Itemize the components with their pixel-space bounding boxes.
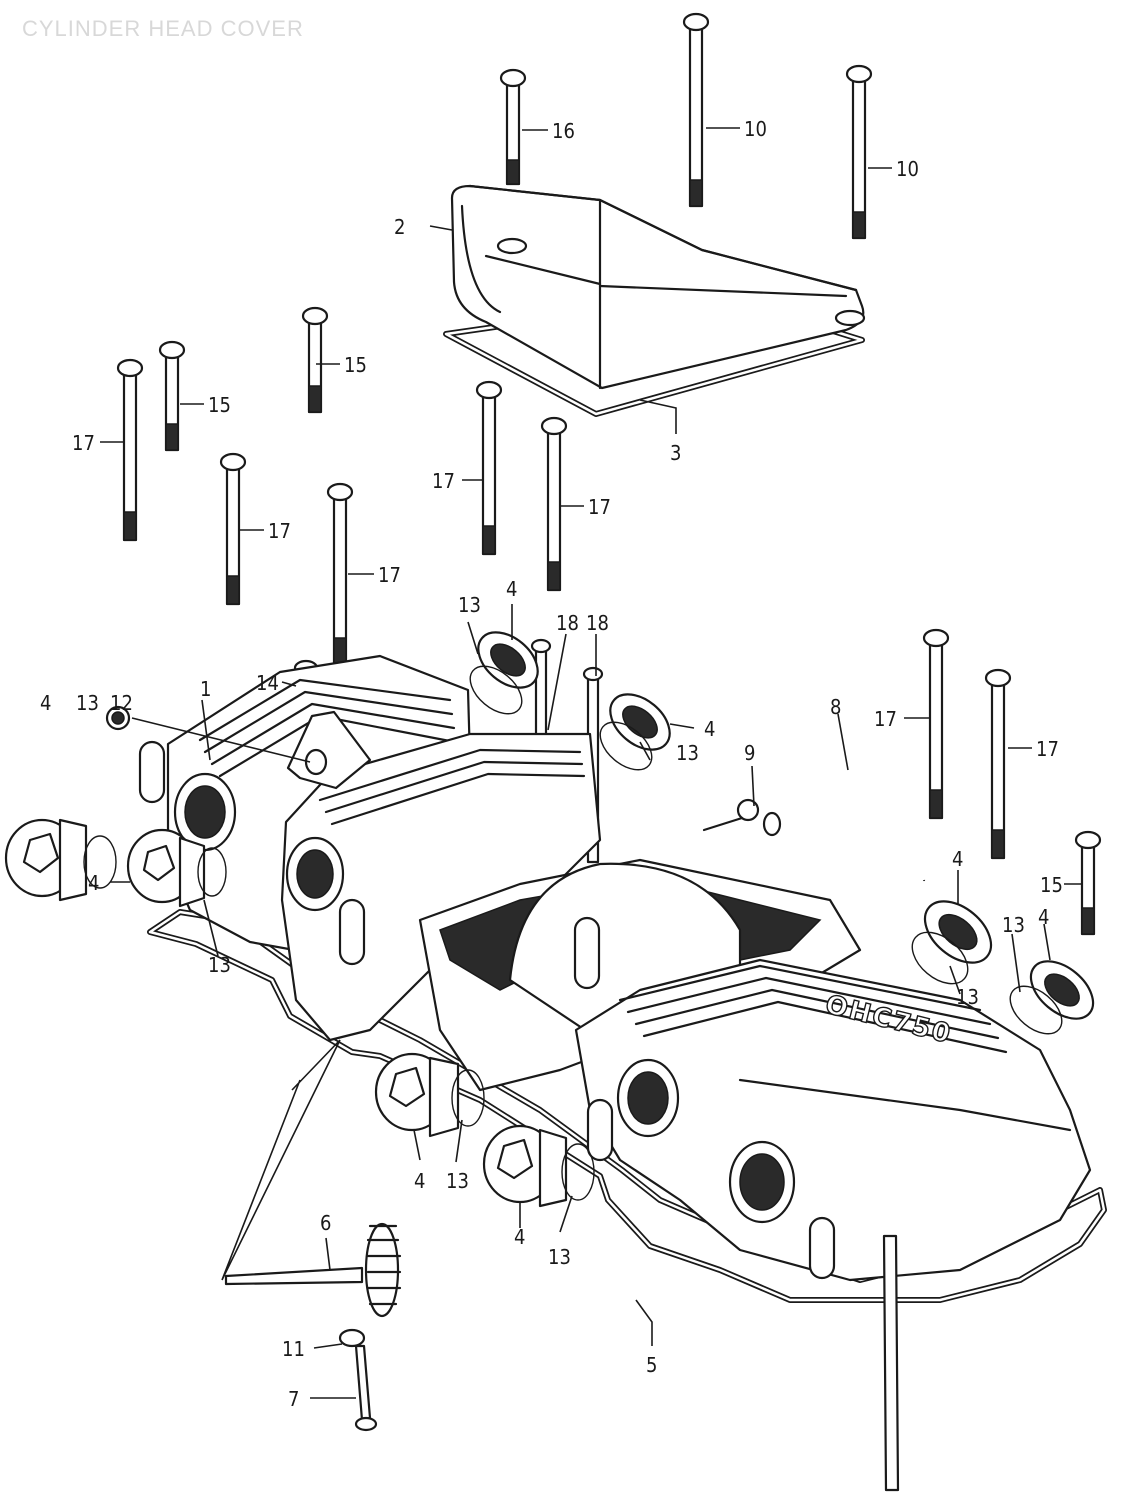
bolt — [158, 340, 186, 452]
callout-17: 17 — [1036, 737, 1059, 761]
bolt — [475, 380, 503, 556]
callout-labels: 1 2 3 4 4 4 4 4 4 4 4 5 6 7 8 9 10 10 11… — [40, 117, 1063, 1411]
bolt — [984, 668, 1012, 860]
bolt — [922, 628, 950, 820]
callout-1: 1 — [200, 677, 211, 701]
o-ring — [1009, 985, 1063, 1035]
callout-13: 13 — [548, 1245, 571, 1269]
tachometer-gear-assembly — [224, 1222, 402, 1432]
callout-15: 15 — [208, 393, 231, 417]
breather-hose — [702, 764, 930, 882]
callout-2: 2 — [394, 215, 405, 239]
o-ring — [911, 931, 969, 985]
callout-4: 4 — [506, 577, 517, 601]
bolt — [1074, 830, 1102, 936]
callout-4: 4 — [952, 847, 963, 871]
bolt — [219, 452, 247, 606]
callout-15: 15 — [344, 353, 367, 377]
callout-18: 18 — [556, 611, 579, 635]
bolt — [301, 306, 329, 414]
callout-4: 4 — [1038, 905, 1049, 929]
callout-layer — [100, 127, 1082, 1399]
o-ring — [451, 1069, 485, 1127]
callout-3: 3 — [670, 441, 681, 465]
seal-ring — [105, 705, 131, 731]
callout-13: 13 — [76, 691, 99, 715]
bolt — [499, 68, 527, 186]
callout-12: 12 — [110, 691, 133, 715]
callout-15: 15 — [1040, 873, 1063, 897]
tappet-cap — [126, 828, 206, 908]
callout-17: 17 — [874, 707, 897, 731]
bolt — [845, 64, 873, 240]
bolt — [116, 358, 144, 542]
callout-13: 13 — [208, 953, 231, 977]
callout-17: 17 — [432, 469, 455, 493]
callout-13: 13 — [446, 1169, 469, 1193]
callout-9: 9 — [744, 741, 755, 765]
bolt — [682, 12, 710, 208]
tappet-caps — [4, 631, 1095, 1208]
bolt — [540, 416, 568, 592]
callout-4: 4 — [414, 1169, 425, 1193]
callout-10: 10 — [744, 117, 767, 141]
callout-13: 13 — [1002, 913, 1025, 937]
callout-4: 4 — [704, 717, 715, 741]
callout-13: 13 — [956, 985, 979, 1009]
callout-7: 7 — [288, 1387, 299, 1411]
callout-17: 17 — [378, 563, 401, 587]
callout-5: 5 — [646, 1353, 657, 1377]
tappet-cap — [482, 1124, 568, 1208]
breather-cover — [443, 184, 866, 417]
callout-13: 13 — [458, 593, 481, 617]
o-ring — [83, 835, 117, 889]
callout-10: 10 — [896, 157, 919, 181]
tappet-cap — [609, 693, 671, 751]
bolt — [326, 482, 354, 668]
callout-6: 6 — [320, 1211, 331, 1235]
tachometer-cable-shaft — [882, 1234, 900, 1492]
callout-18: 18 — [586, 611, 609, 635]
callout-13: 13 — [676, 741, 699, 765]
callout-4: 4 — [514, 1225, 525, 1249]
callout-17: 17 — [588, 495, 611, 519]
cylinder-head-cover: OHC750 — [138, 654, 1092, 1282]
callout-14: 14 — [256, 671, 279, 695]
callout-11: 11 — [282, 1337, 305, 1361]
callout-16: 16 — [552, 119, 575, 143]
o-ring — [469, 665, 523, 715]
o-ring — [599, 721, 653, 771]
tappet-cap — [1029, 960, 1095, 1020]
callout-4: 4 — [88, 871, 99, 895]
diagram-title: CYLINDER HEAD COVER — [22, 16, 304, 41]
callout-4: 4 — [40, 691, 51, 715]
tappet-cap — [923, 900, 993, 964]
callout-8: 8 — [830, 695, 841, 719]
callout-17: 17 — [268, 519, 291, 543]
tappet-cap — [374, 1052, 460, 1138]
o-ring — [561, 1143, 595, 1201]
callout-17: 17 — [72, 431, 95, 455]
tappet-cap — [4, 818, 88, 902]
o-ring — [197, 847, 227, 897]
tappet-cap — [477, 631, 539, 689]
